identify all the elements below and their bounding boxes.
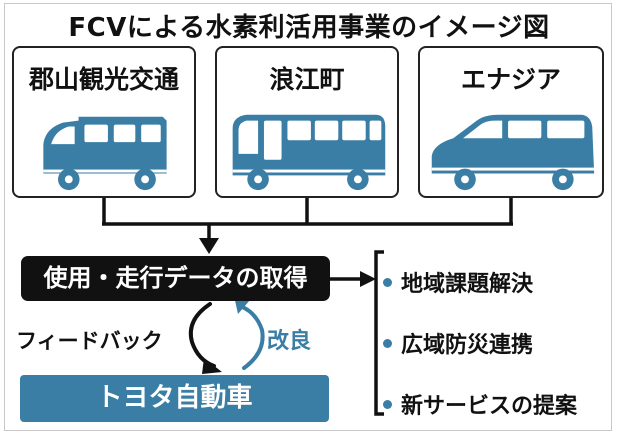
bus-icon [232,114,386,191]
result-item-disaster-cooperation: 広域防災連携 [383,327,533,359]
toyota-box: トヨタ自動車 [20,375,329,422]
operator-box-enajia: エナジア [418,46,604,198]
operator-box-koriyama: 郡山観光交通 [12,46,196,198]
result-label: 新サービスの提案 [401,394,578,419]
bullet-dot [383,338,392,348]
operator-label: 郡山観光交通 [28,65,179,94]
delivery-van-icon [43,116,167,191]
operator-label: 浪江町 [269,65,345,94]
bullet-dot [383,277,392,287]
operator-box-namie: 浪江町 [215,46,399,198]
result-label: 地域課題解決 [401,272,534,297]
result-item-regional-issues: 地域課題解決 [383,266,533,298]
result-item-new-service: 新サービスの提案 [383,388,577,420]
operator-label: エナジア [460,65,561,94]
diagram-title: FCVによる水素利活用事業のイメージ図 [68,13,550,43]
improve-label: 改良 [267,329,312,354]
result-label: 広域防災連携 [401,333,534,358]
bullet-dot [383,399,392,409]
minivan-icon [431,114,595,191]
feedback-label: フィードバック [16,329,163,353]
data-acquisition-box: 使用・走行データの取得 [21,256,330,301]
